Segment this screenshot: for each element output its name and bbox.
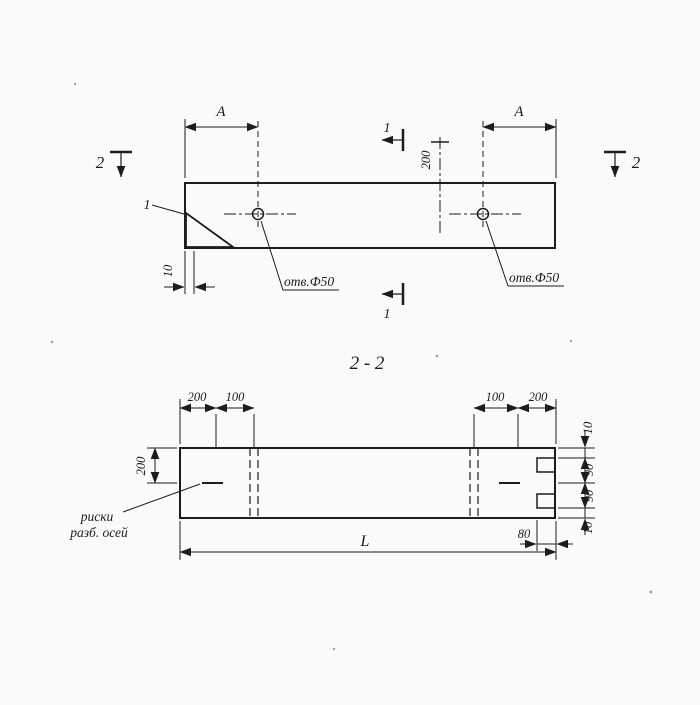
speck bbox=[332, 647, 336, 651]
hole-label-left: отв.Ф50 bbox=[284, 274, 334, 289]
chamfer-detail-triangle bbox=[185, 211, 236, 248]
dim-200-left-label: 200 bbox=[188, 390, 208, 404]
section2-right-label: 2 bbox=[632, 153, 641, 172]
detail-leader-line bbox=[151, 204, 185, 215]
note-leader-line bbox=[122, 483, 201, 513]
axes-note: риски разб. осей bbox=[69, 483, 201, 540]
section-mark-1-bottom: 1 bbox=[381, 283, 405, 322]
end-notch-lower bbox=[536, 493, 556, 509]
speck bbox=[569, 339, 573, 343]
section-mark-1-top: 1 bbox=[381, 121, 405, 151]
hole-callout-left: отв.Ф50 bbox=[260, 220, 339, 291]
plate-outline bbox=[184, 182, 556, 249]
end-notch-upper bbox=[536, 457, 556, 473]
section-outline bbox=[179, 447, 556, 519]
dim-length-L: L bbox=[179, 521, 557, 560]
dim-10-label: 10 bbox=[161, 264, 175, 277]
dim-height-label: 200 bbox=[134, 456, 148, 476]
hole-label-right: отв.Ф50 bbox=[509, 270, 559, 285]
dim-a-right-label: A bbox=[513, 104, 524, 120]
dims-right-stack: 10 90 90 10 bbox=[558, 421, 596, 535]
dim-200-label: 200 bbox=[419, 150, 433, 170]
dim-200-right-label: 200 bbox=[529, 390, 549, 404]
dims-top-right: 100 200 bbox=[473, 390, 557, 447]
callout-leader bbox=[485, 220, 509, 287]
dim-right-10-top-label: 10 bbox=[581, 421, 595, 434]
speck bbox=[435, 354, 439, 358]
dim-a-right: A bbox=[482, 104, 557, 207]
dim-chamfer-10: 10 bbox=[161, 251, 215, 294]
dim-right-90-upper-label: 90 bbox=[582, 463, 596, 476]
section1-bottom-label: 1 bbox=[384, 307, 391, 322]
detail-mark-label: 1 bbox=[144, 198, 151, 213]
dim-right-90-lower-label: 90 bbox=[582, 489, 596, 502]
section1-top-label: 1 bbox=[384, 121, 391, 136]
scan-specks bbox=[50, 82, 653, 651]
dim-notch-80: 80 bbox=[518, 520, 573, 551]
dim-a-left: A bbox=[184, 104, 259, 207]
axes-note-line2: разб. осей bbox=[69, 525, 128, 540]
dim-axis-offset-200: 200 bbox=[419, 137, 449, 236]
hole-left bbox=[224, 201, 296, 229]
speck bbox=[50, 340, 54, 344]
dim-80-label: 80 bbox=[518, 527, 531, 541]
section-mark-2-left: 2 bbox=[96, 150, 132, 178]
dim-a-left-label: A bbox=[215, 104, 226, 120]
dim-right-10-bottom-label: 10 bbox=[581, 521, 595, 534]
dim-100-left-label: 100 bbox=[226, 390, 246, 404]
speck bbox=[649, 590, 653, 594]
hole-right bbox=[449, 201, 521, 229]
section2-left-label: 2 bbox=[96, 153, 105, 172]
section-mark-2-right: 2 bbox=[604, 150, 641, 178]
section-title: 2 - 2 bbox=[350, 353, 385, 374]
dim-length-label: L bbox=[360, 533, 370, 550]
speck bbox=[73, 82, 77, 86]
axes-note-line1: риски bbox=[80, 509, 114, 524]
hole-callout-right: отв.Ф50 bbox=[485, 220, 564, 287]
section-view-2-2: 2 - 2 200 200 100 bbox=[69, 353, 596, 560]
callout-leader bbox=[260, 220, 284, 291]
dims-top-left: 200 100 bbox=[179, 390, 255, 447]
dim-100-right-label: 100 bbox=[486, 390, 506, 404]
dim-height-200: 200 bbox=[134, 447, 177, 484]
top-view: 1 A A 2 2 1 bbox=[96, 104, 641, 322]
